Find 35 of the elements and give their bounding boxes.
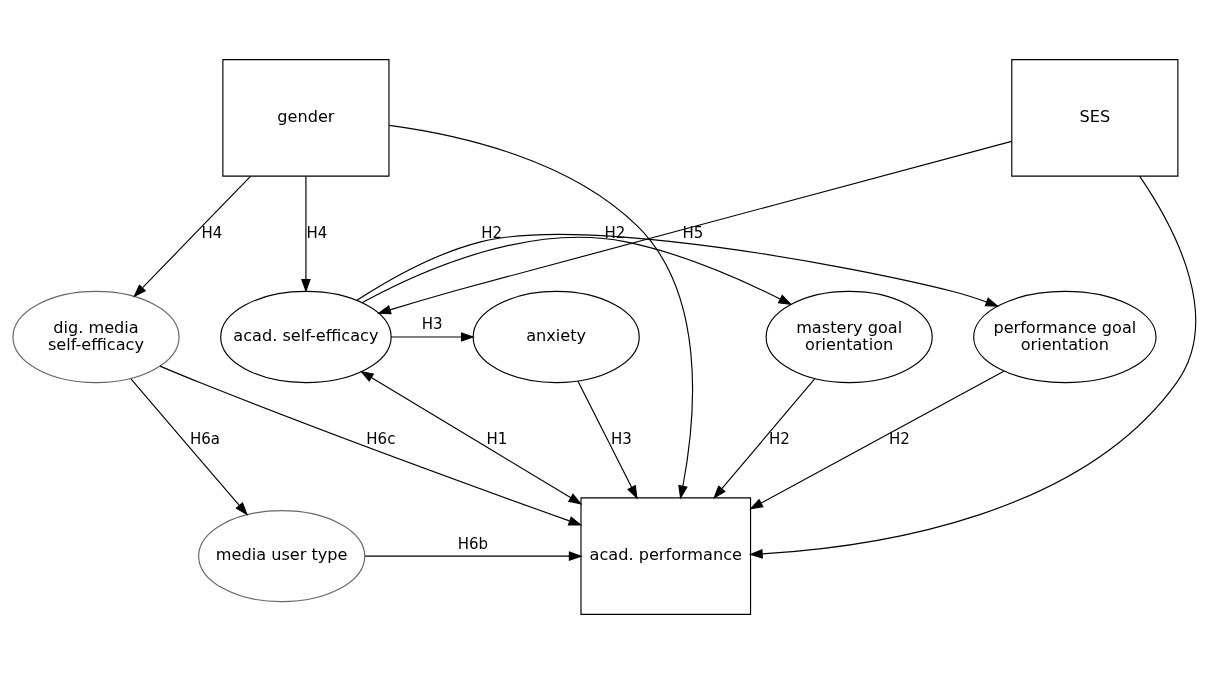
arrow <box>748 175 1197 559</box>
arrow <box>359 370 583 505</box>
arrow <box>356 233 1000 307</box>
arrow <box>577 379 638 499</box>
edge-label: H6b <box>457 534 489 553</box>
edge-label: H2 <box>481 223 503 242</box>
edge-label: H3 <box>610 429 632 448</box>
node-ellipse: dig. media self-efficacy <box>12 290 180 383</box>
edge-label: H2 <box>888 429 910 448</box>
edge-label: H2 <box>768 429 790 448</box>
arrow <box>390 331 475 342</box>
edge-label: H5 <box>682 223 704 242</box>
arrow <box>301 175 311 293</box>
node-box: acad. performance <box>580 496 752 615</box>
node-ellipse: anxiety <box>472 290 640 383</box>
arrow <box>713 377 816 499</box>
node-ellipse: media user type <box>198 509 366 602</box>
arrow <box>749 370 1005 510</box>
edge-label: H6a <box>190 429 220 448</box>
arrow <box>133 175 251 297</box>
node-box: SES <box>1011 58 1179 177</box>
arrow <box>130 377 249 516</box>
edge-label: H4 <box>306 223 328 242</box>
node-ellipse: performance goal orientation <box>973 290 1157 383</box>
edge-label: H1 <box>486 429 508 448</box>
arrow <box>388 124 693 499</box>
node-ellipse: mastery goal orientation <box>765 290 933 383</box>
edge-label: H6c <box>366 429 396 448</box>
arrow <box>364 550 583 561</box>
edge-label: H4 <box>201 223 223 242</box>
arrow <box>159 365 583 526</box>
arrow <box>377 140 1013 314</box>
arrow <box>361 236 793 305</box>
edge-label: H3 <box>421 314 443 333</box>
node-box: gender <box>222 58 390 177</box>
